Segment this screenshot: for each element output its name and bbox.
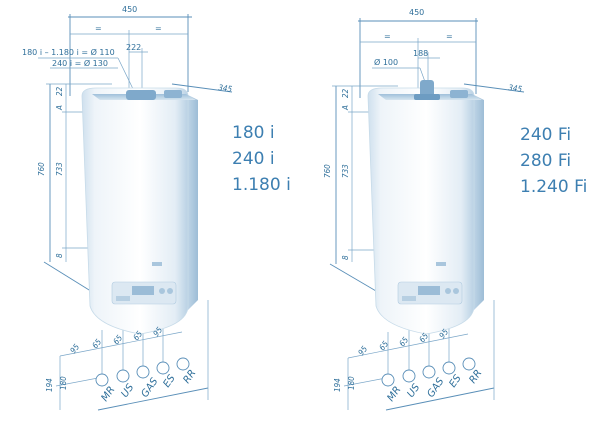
left-model-3: 1.180 i bbox=[232, 175, 291, 195]
left-connection-mr-label: MR bbox=[99, 385, 117, 404]
left-connection-rr-icon bbox=[176, 357, 190, 371]
left-b95a-label: 95 bbox=[68, 342, 81, 355]
left-h22-label: 22 bbox=[55, 86, 64, 96]
left-equal-label-2: = bbox=[155, 24, 162, 33]
right-boiler-casing bbox=[367, 80, 484, 335]
left-connection-gas-label: GAS bbox=[139, 376, 160, 400]
right-connection-rr-icon bbox=[462, 357, 476, 371]
left-h733-label: 733 bbox=[55, 162, 64, 176]
left-connections bbox=[95, 357, 190, 387]
right-height-label: 760 bbox=[323, 164, 332, 178]
right-depth-label: 345 bbox=[508, 83, 523, 94]
right-b65a-label: 65 bbox=[377, 339, 390, 352]
left-connection-es-label: ES bbox=[161, 373, 178, 390]
right-connection-rr-label: RR bbox=[467, 368, 484, 386]
right-connection-mr-label: MR bbox=[385, 385, 403, 404]
right-model-2: 280 Fi bbox=[520, 151, 571, 171]
right-b65b-label: 65 bbox=[397, 335, 410, 348]
right-v180-label: 180 bbox=[347, 376, 356, 390]
left-v180-label: 180 bbox=[59, 376, 68, 390]
left-connection-es-icon bbox=[156, 361, 170, 375]
right-connection-us-icon bbox=[402, 369, 416, 383]
right-h22-label: 22 bbox=[341, 88, 350, 98]
left-width-label: 450 bbox=[122, 5, 137, 14]
right-logo-mark bbox=[436, 262, 446, 266]
left-flue-offset-label: 222 bbox=[126, 43, 141, 52]
left-height-label: 760 bbox=[37, 162, 46, 176]
right-equal-label-1: = bbox=[384, 32, 391, 41]
right-connection-mr-icon bbox=[381, 373, 395, 387]
right-equal-label-2: = bbox=[446, 32, 453, 41]
right-model-1: 240 Fi bbox=[520, 125, 571, 145]
right-h733-label: 733 bbox=[341, 164, 350, 178]
right-v194-label: 194 bbox=[333, 378, 342, 392]
right-h8-label: 8 bbox=[341, 255, 350, 260]
left-equal-label-1: = bbox=[95, 24, 102, 33]
left-b65b-label: 65 bbox=[111, 333, 124, 346]
right-flue-offset-label: 188 bbox=[413, 49, 428, 58]
left-boiler-casing bbox=[81, 87, 198, 335]
left-connection-mr-icon bbox=[95, 373, 109, 387]
left-h8-label: 8 bbox=[55, 253, 64, 258]
left-boiler-group: 450 = = 180 i – 1.180 i = Ø 110 240 i = … bbox=[22, 5, 291, 411]
left-model-1: 180 i bbox=[232, 123, 275, 143]
right-connection-gas-label: GAS bbox=[425, 376, 446, 400]
right-connections bbox=[381, 357, 476, 387]
right-flue-pipe bbox=[420, 80, 434, 98]
right-connection-gas-icon bbox=[422, 365, 436, 379]
right-model-3: 1.240 Fi bbox=[520, 177, 587, 197]
left-flue-note-1: 180 i – 1.180 i = Ø 110 bbox=[22, 47, 115, 57]
left-depth-label: 345 bbox=[218, 83, 233, 94]
left-dimension-lines bbox=[38, 14, 233, 411]
left-connection-us-label: US bbox=[119, 382, 136, 400]
left-b65a-label: 65 bbox=[90, 337, 103, 350]
left-model-2: 240 i bbox=[232, 149, 275, 169]
left-connection-gas-icon bbox=[136, 365, 150, 379]
right-b95a-label: 95 bbox=[356, 344, 369, 357]
right-connection-us-label: US bbox=[405, 382, 422, 400]
left-connection-rr-label: RR bbox=[181, 368, 198, 386]
right-boiler-group: 450 = = Ø 100 188 345 760 22 A 733 8 bbox=[323, 8, 587, 411]
left-flue-note-2: 240 i = Ø 130 bbox=[52, 58, 108, 68]
right-hA-label: A bbox=[341, 105, 350, 111]
left-connection-us-icon bbox=[116, 369, 130, 383]
left-logo-mark bbox=[152, 262, 162, 266]
right-flue-note: Ø 100 bbox=[374, 57, 398, 67]
right-connection-es-icon bbox=[442, 361, 456, 375]
left-v194-label: 194 bbox=[45, 378, 54, 392]
left-hA-label: A bbox=[55, 105, 64, 111]
right-connection-es-label: ES bbox=[447, 373, 464, 390]
right-width-label: 450 bbox=[409, 8, 424, 17]
right-dimension-lines bbox=[329, 18, 525, 411]
left-flue-collar bbox=[126, 90, 156, 100]
